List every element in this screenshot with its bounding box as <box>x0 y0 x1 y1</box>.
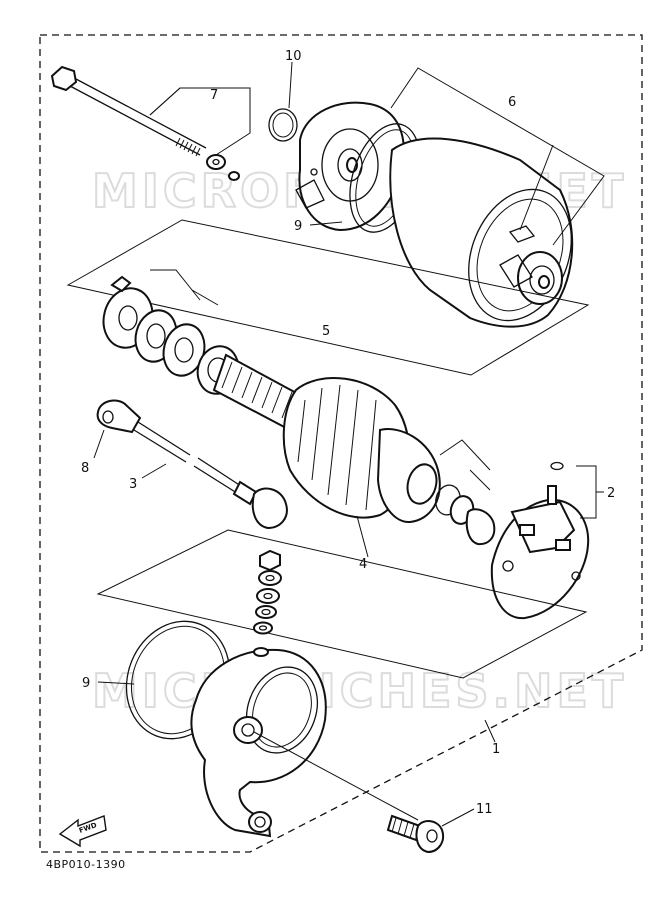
callout-1: 1 <box>492 742 500 757</box>
front-cover <box>190 647 327 838</box>
callout-11: 11 <box>476 802 493 817</box>
callout-4: 4 <box>359 557 367 572</box>
terminal-lead <box>96 399 288 530</box>
armature <box>196 345 496 546</box>
assembly-outline <box>39 34 643 853</box>
watermark-bottom: MICROFICHES.NET <box>92 664 627 718</box>
callout-bracket-6 <box>390 67 605 246</box>
rear-cover-assembly <box>295 101 574 328</box>
nut-washer-stack <box>253 549 282 635</box>
callout-10: 10 <box>285 49 302 64</box>
diagram-code: 4BP010-1390 <box>46 858 126 871</box>
front-group-outline <box>96 529 588 679</box>
callout-5: 5 <box>322 324 330 339</box>
callout-9-lower: 9 <box>82 676 90 691</box>
callout-9-upper: 9 <box>294 219 302 234</box>
callout-8: 8 <box>81 461 89 476</box>
through-bolt <box>50 65 240 181</box>
callout-7: 7 <box>210 88 218 103</box>
bolt-leader <box>253 731 419 821</box>
armature-group-outline <box>66 219 590 376</box>
o-ring-10 <box>268 108 298 142</box>
callout-6: 6 <box>508 95 516 110</box>
brush-holder <box>490 461 590 620</box>
callout-bracket-2 <box>576 465 597 519</box>
armature-washers <box>102 275 206 377</box>
callout-3: 3 <box>129 477 137 492</box>
callout-2: 2 <box>607 486 615 501</box>
mounting-bolt <box>386 814 444 854</box>
fwd-arrow-icon: FWD <box>58 815 107 848</box>
